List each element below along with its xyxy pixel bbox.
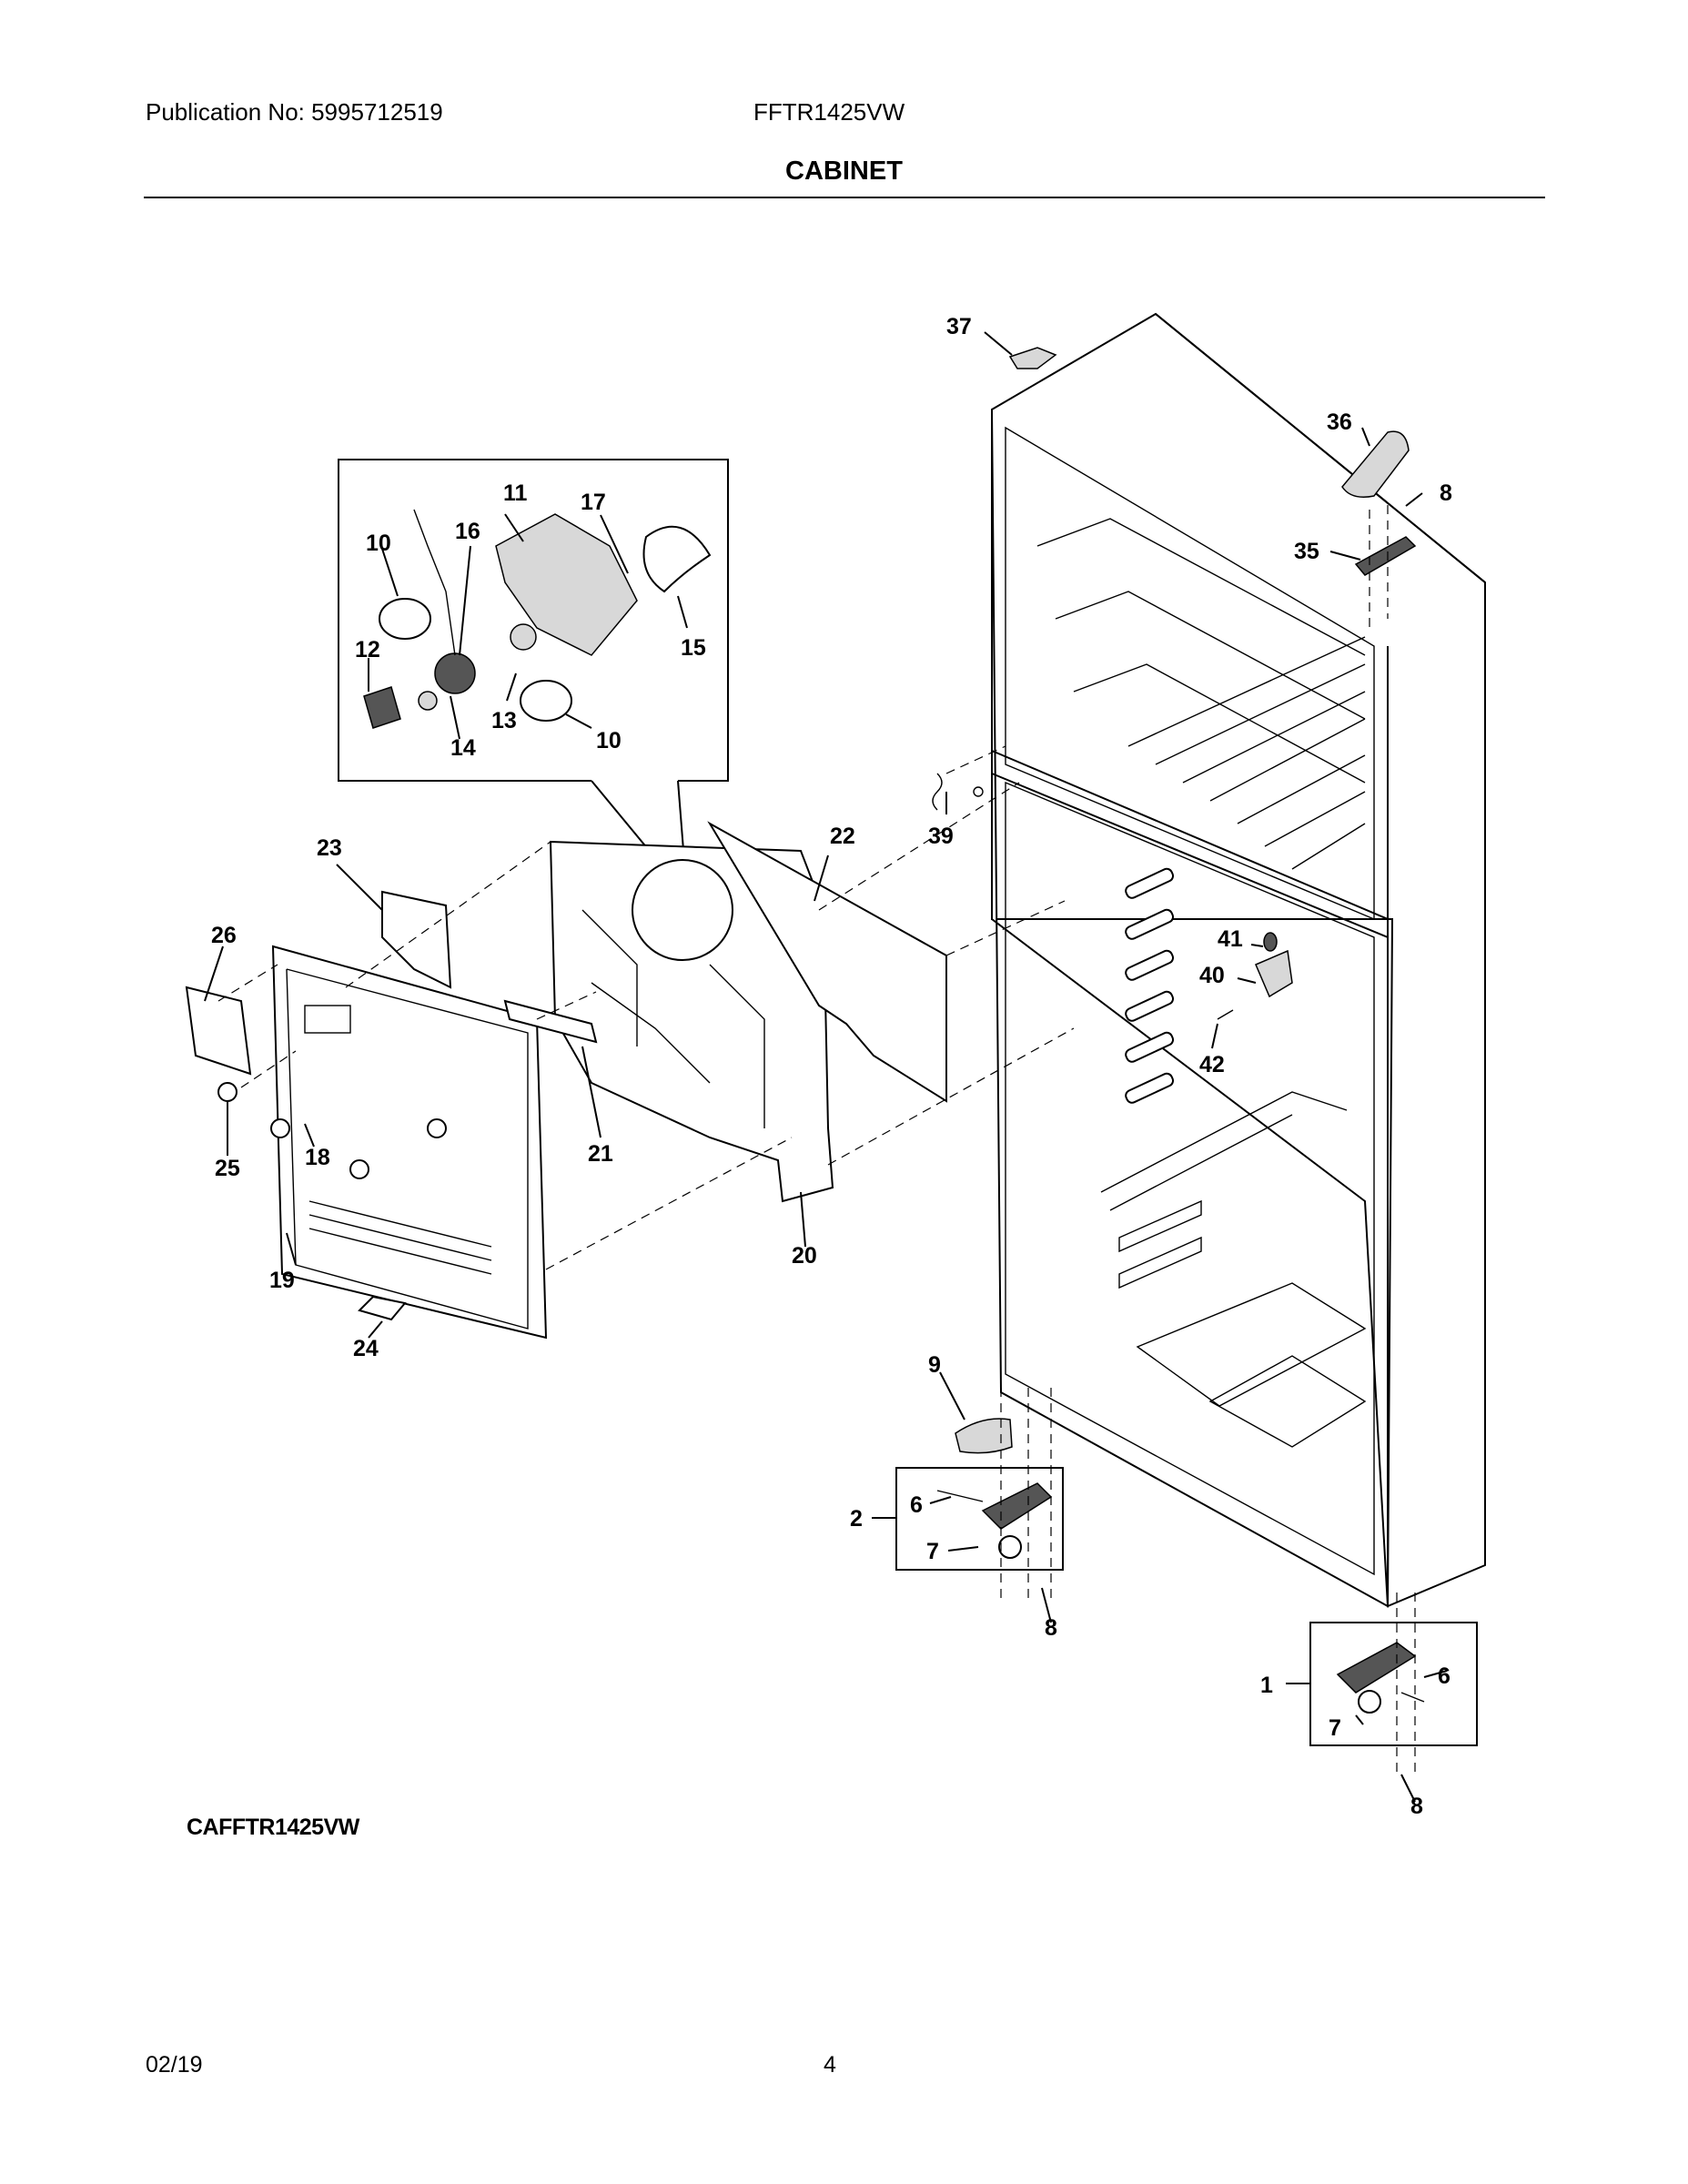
callout-18: 18 xyxy=(305,1145,330,1170)
callout-7-left: 7 xyxy=(926,1539,939,1564)
callout-2: 2 xyxy=(850,1506,863,1532)
assembly-dash-lines xyxy=(217,782,1075,1270)
top-hinge-cover-36 xyxy=(1341,430,1410,498)
middle-hinge-parts xyxy=(932,745,1293,1020)
callout-41: 41 xyxy=(1218,926,1243,952)
fresh-food-shelf-supports xyxy=(1100,867,1367,1448)
callout-42: 42 xyxy=(1199,1052,1225,1077)
callout-6-left: 6 xyxy=(910,1492,923,1518)
top-hinge-cover-37 xyxy=(1008,347,1057,369)
diagram-code: CAFFTR1425VW xyxy=(187,1815,359,1840)
callout-17: 17 xyxy=(581,490,606,515)
control-panel-19 xyxy=(270,945,548,1340)
callout-19: 19 xyxy=(269,1268,295,1293)
callout-1: 1 xyxy=(1260,1673,1273,1698)
callout-8-top: 8 xyxy=(1440,480,1452,506)
small-parts-21-23-24-26 xyxy=(185,890,598,1321)
callout-8-mid: 8 xyxy=(1045,1615,1057,1641)
callout-15: 15 xyxy=(681,635,706,661)
callout-24: 24 xyxy=(353,1336,379,1361)
callout-13: 13 xyxy=(491,708,517,733)
publication-number: Publication No: 5995712519 xyxy=(146,98,443,126)
callout-40: 40 xyxy=(1199,963,1225,988)
callout-10-bottom: 10 xyxy=(596,728,622,753)
callout-numbers: 37 36 8 35 39 41 40 42 9 2 6 7 8 1 6 7 8… xyxy=(211,314,1452,1819)
callout-25: 25 xyxy=(215,1156,240,1181)
callout-12: 12 xyxy=(355,637,380,662)
callout-16: 16 xyxy=(455,519,480,544)
publication-date: 02/19 xyxy=(146,2052,203,2078)
callout-11: 11 xyxy=(503,480,528,506)
page-number: 4 xyxy=(824,2052,836,2078)
model-number: FFTR1425VW xyxy=(753,98,905,126)
top-hinge-35 xyxy=(1354,505,1417,628)
callout-22: 22 xyxy=(830,824,855,849)
callout-26: 26 xyxy=(211,923,237,948)
callout-6-right: 6 xyxy=(1438,1663,1450,1689)
callout-leader-lines xyxy=(204,331,1448,1803)
cabinet-shell xyxy=(991,312,1486,1608)
callout-35: 35 xyxy=(1294,539,1319,564)
callout-14: 14 xyxy=(450,735,476,761)
callout-39: 39 xyxy=(928,824,954,849)
fan-motor-detail-box xyxy=(338,459,729,900)
header-divider xyxy=(144,197,1545,198)
freezer-shelf-ribs xyxy=(1036,518,1366,870)
callout-23: 23 xyxy=(317,835,342,861)
section-title: CABINET xyxy=(785,157,903,186)
callout-9: 9 xyxy=(928,1352,941,1378)
callout-8-bottom: 8 xyxy=(1410,1794,1423,1819)
callout-37: 37 xyxy=(946,314,972,339)
callout-21: 21 xyxy=(588,1141,613,1167)
callout-7-right: 7 xyxy=(1329,1715,1341,1741)
bottom-hinge-kit-1 xyxy=(1309,1592,1478,1774)
callout-20: 20 xyxy=(792,1243,817,1269)
evaporator-housing-20 xyxy=(549,840,834,1203)
hinge-dash-lines xyxy=(1000,1388,1052,1602)
callout-36: 36 xyxy=(1327,410,1352,435)
callout-10-top: 10 xyxy=(366,531,391,556)
